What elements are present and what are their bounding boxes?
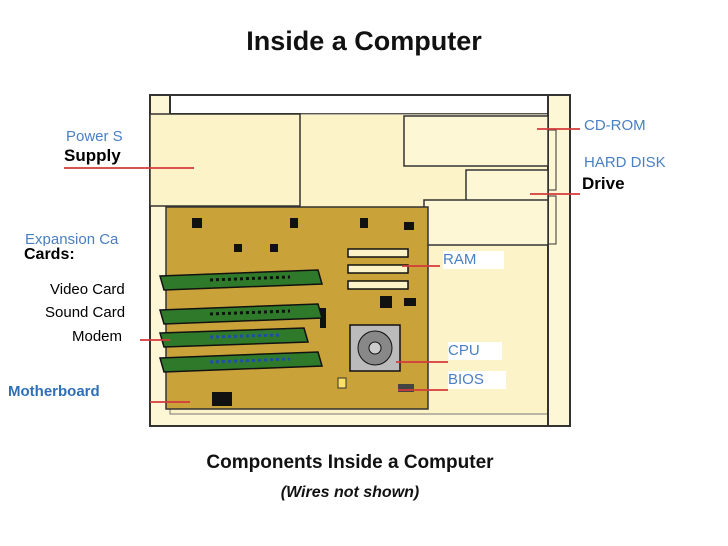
label-supply-image-text: Supply: [64, 146, 121, 165]
label-motherboard: Motherboard: [8, 383, 100, 401]
label-cd-rom: CD-ROM: [584, 117, 646, 135]
label-sound-card: Sound Card: [45, 304, 126, 322]
label-expansion-cards: Expansion Ca: [25, 231, 119, 249]
leader-lines: [64, 128, 580, 403]
diagram-caption: Components Inside a Computer: [206, 452, 494, 473]
label-modem: Modem: [72, 328, 123, 346]
label-drive-image-text: Drive: [582, 174, 625, 193]
label-cpu: CPU: [448, 342, 502, 360]
expansion-card-video: [159, 269, 323, 291]
label-video-card: Video Card: [50, 281, 125, 299]
case-vents: [547, 129, 557, 245]
expansion-card-extra: [159, 351, 323, 373]
label-power-supply: Power S: [66, 128, 123, 146]
ram-modules: [347, 248, 409, 290]
cpu-chip: [349, 324, 401, 372]
expansion-card-modem: [159, 327, 309, 348]
expansion-card-sound: [159, 303, 323, 325]
diagram-title: Inside a Computer: [246, 26, 482, 56]
label-hard-disk: HARD DISK: [584, 154, 666, 172]
diagram-subcaption: (Wires not shown): [280, 484, 420, 501]
label-ram: RAM: [443, 251, 505, 269]
label-bios: BIOS: [448, 371, 506, 389]
power-supply-unit: [149, 113, 301, 207]
label-cards-image-text: Cards:: [24, 246, 75, 264]
drive-bays: [403, 115, 549, 246]
